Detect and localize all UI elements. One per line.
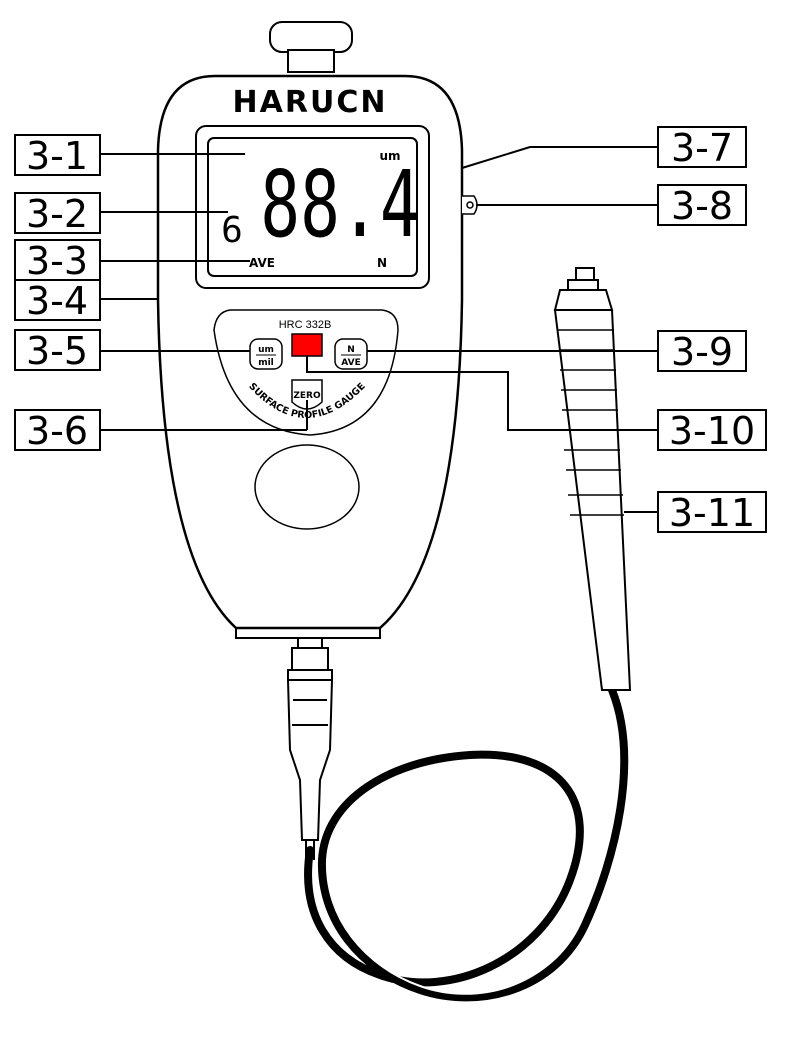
n-ave-key-bottom: AVE xyxy=(341,358,360,368)
brand-logo: HARUCN xyxy=(233,85,388,120)
callout-3-7: 3-7 xyxy=(657,126,747,170)
unit-key-top: um xyxy=(258,345,274,355)
zero-key[interactable]: ZERO xyxy=(291,379,323,410)
cable-connector xyxy=(235,627,381,860)
lcd-screen xyxy=(207,137,418,277)
n-ave-key[interactable]: N AVE xyxy=(334,338,368,370)
callout-3-11-label: 3-11 xyxy=(669,491,755,535)
callout-3-8: 3-8 xyxy=(657,184,747,228)
unit-key-bottom: mil xyxy=(258,358,274,368)
callout-3-1-label: 3-1 xyxy=(26,134,88,178)
callout-3-4-label: 3-4 xyxy=(26,279,88,323)
lcd-count: 6 xyxy=(221,210,243,251)
lcd-mode: AVE xyxy=(249,256,275,270)
callout-3-9: 3-9 xyxy=(657,330,747,374)
lcd-unit: um xyxy=(379,149,400,163)
callout-3-4: 3-4 xyxy=(14,279,101,323)
model-label: HRC 332B xyxy=(279,319,332,331)
callout-3-2-label: 3-2 xyxy=(26,192,88,236)
callout-3-3-label: 3-3 xyxy=(26,239,88,283)
callout-3-6: 3-6 xyxy=(14,409,101,453)
callout-3-11: 3-11 xyxy=(657,491,767,535)
callout-3-3: 3-3 xyxy=(14,239,101,283)
probe xyxy=(553,267,632,691)
callout-3-1: 3-1 xyxy=(14,134,101,178)
leader-lines xyxy=(100,146,658,513)
side-button xyxy=(462,195,478,215)
zero-key-label: ZERO xyxy=(293,391,321,401)
lcd-n-indicator: N xyxy=(377,256,387,270)
callout-3-5-label: 3-5 xyxy=(26,329,88,373)
probe-cable xyxy=(304,686,629,1002)
sensor-window xyxy=(254,444,360,530)
callout-3-10-label: 3-10 xyxy=(669,409,755,453)
callout-3-9-label: 3-9 xyxy=(671,330,733,374)
callout-3-5: 3-5 xyxy=(14,329,101,373)
callout-3-7-label: 3-7 xyxy=(671,126,733,170)
unit-key[interactable]: um mil xyxy=(249,338,283,370)
callout-3-6-label: 3-6 xyxy=(26,409,88,453)
callout-3-10: 3-10 xyxy=(657,409,767,453)
power-key[interactable] xyxy=(291,333,323,357)
lcd-reading: 88.4 xyxy=(260,151,420,258)
callout-3-8-label: 3-8 xyxy=(671,184,733,228)
n-ave-key-top: N xyxy=(347,345,355,355)
top-knob xyxy=(269,21,353,73)
callout-3-2: 3-2 xyxy=(14,192,101,236)
